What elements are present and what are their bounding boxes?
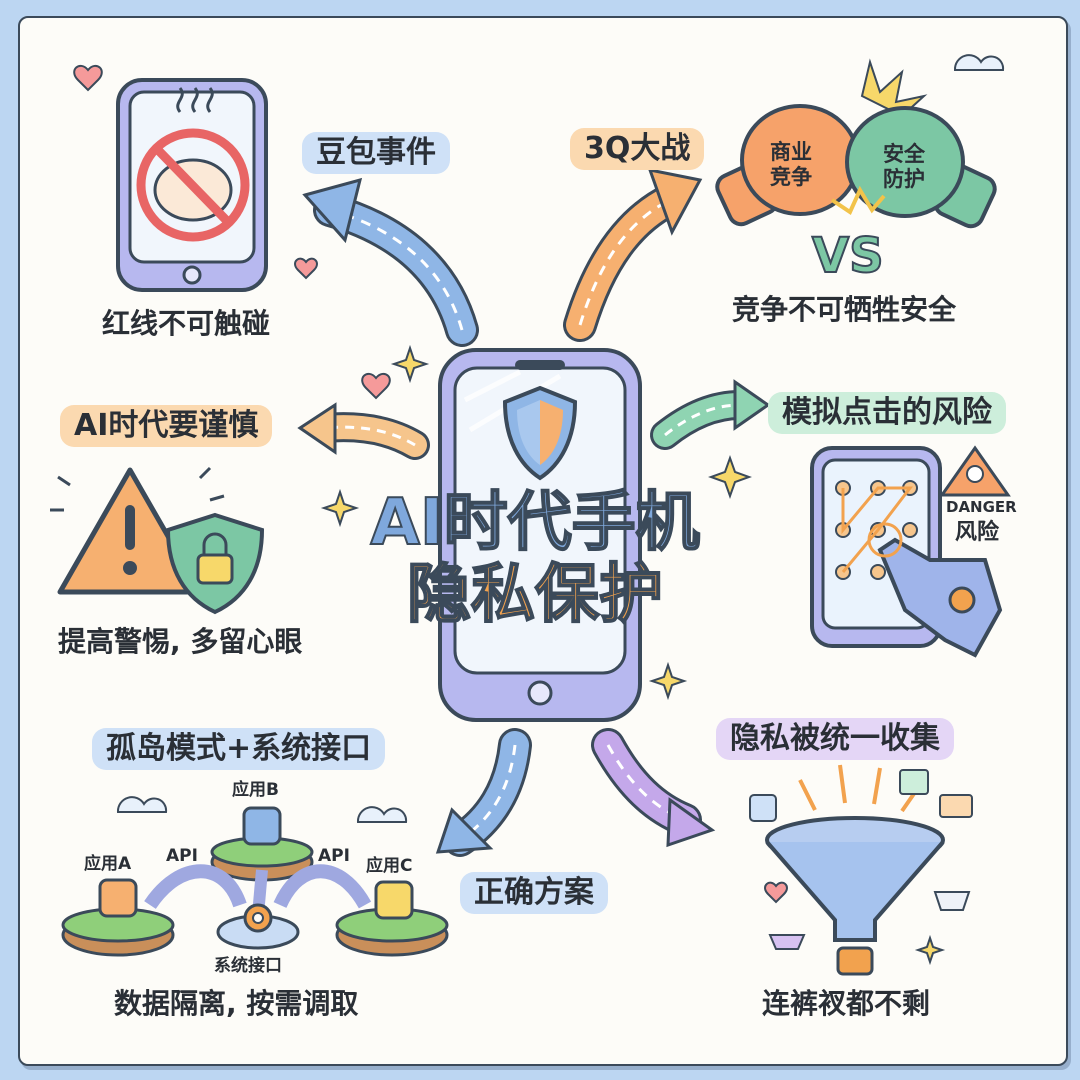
- vs-label: VS: [812, 232, 884, 280]
- war-caption: 竞争不可牺牲安全: [732, 296, 956, 324]
- arrow-to-collect: [608, 745, 712, 845]
- boxing-glove-icon: [713, 62, 998, 230]
- arrow-to-doubao: [305, 180, 462, 330]
- doubao-caption: 红线不可触碰: [102, 310, 270, 338]
- caution-caption: 提高警惕, 多留心眼: [58, 628, 302, 656]
- gear-icon: [245, 905, 271, 931]
- collect-caption: 连裤衩都不剩: [762, 990, 930, 1018]
- arrow-to-click: [665, 382, 768, 435]
- system-interface-label: 系统接口: [214, 958, 282, 975]
- main-title-line-2: 隐私保护: [325, 560, 745, 632]
- island-diagram: [63, 808, 447, 955]
- arrow-to-caution: [300, 405, 415, 452]
- arrow-to-solution: [438, 745, 515, 852]
- app-a-label: 应用A: [84, 856, 131, 873]
- caution-title: AI时代要谨慎: [60, 405, 272, 447]
- arrow-to-3q: [580, 170, 700, 325]
- island-caption: 数据隔离, 按需调取: [114, 990, 358, 1018]
- api-left-label: API: [166, 848, 198, 865]
- main-title-line-1: AI时代手机: [325, 488, 745, 560]
- glove-left-label: 商业 竞争: [770, 140, 812, 190]
- app-b-label: 应用B: [232, 782, 279, 799]
- glove-left-line-2: 竞争: [770, 165, 812, 190]
- glove-left-line-1: 商业: [770, 140, 812, 165]
- war-title: 3Q大战: [570, 128, 704, 170]
- doubao-title: 豆包事件: [302, 132, 450, 174]
- api-right-label: API: [318, 848, 350, 865]
- collect-title: 隐私被统一收集: [716, 718, 954, 760]
- click-title: 模拟点击的风险: [768, 392, 1006, 434]
- island-title: 孤岛模式+系统接口: [92, 728, 385, 770]
- app-c-label: 应用C: [366, 858, 412, 875]
- glove-right-line-1: 安全: [883, 142, 925, 167]
- main-title: AI时代手机 隐私保护: [325, 488, 745, 631]
- lock-shield-icon: [168, 515, 262, 612]
- solution-title: 正确方案: [460, 872, 608, 914]
- danger-label: DANGER: [946, 500, 1017, 515]
- danger-skull-icon: [942, 448, 1008, 495]
- funnel-icon: [750, 765, 972, 974]
- danger-risk-label: 风险: [955, 522, 999, 544]
- glove-right-label: 安全 防护: [883, 142, 925, 192]
- glove-right-line-2: 防护: [883, 167, 925, 192]
